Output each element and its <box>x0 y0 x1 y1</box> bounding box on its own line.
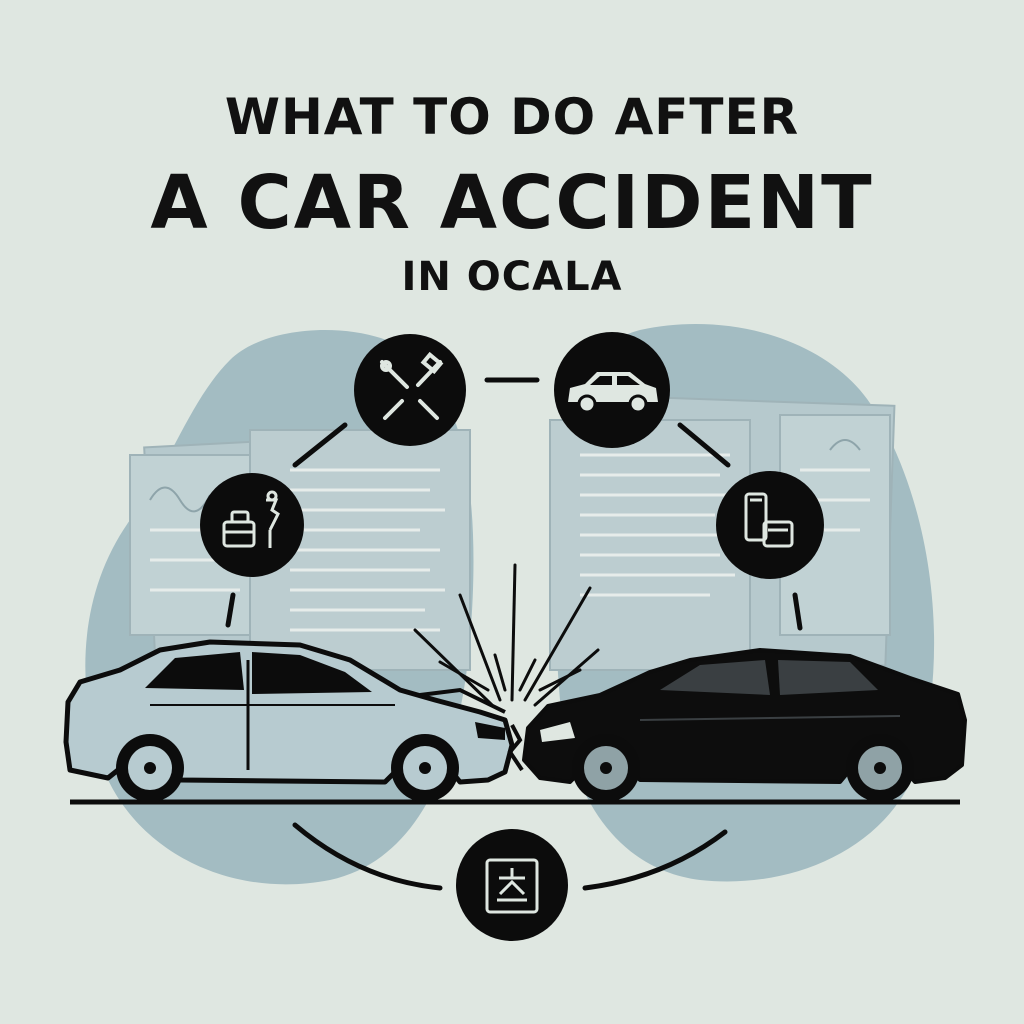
impact-burst <box>413 563 600 707</box>
left-documents <box>129 429 471 679</box>
connector-lines <box>225 377 803 891</box>
camera-report-icon <box>200 473 304 577</box>
title-line-1: WHAT TO DO AFTER <box>224 88 800 146</box>
light-car <box>63 639 524 802</box>
dark-car <box>522 648 967 802</box>
tools-icon <box>354 334 466 446</box>
title-line-3: IN OCALA <box>401 254 623 300</box>
document-icon <box>456 829 568 941</box>
title-line-2: A CAR ACCIDENT <box>150 160 874 246</box>
car-icon <box>554 332 670 448</box>
phone-card-icon <box>716 471 824 579</box>
